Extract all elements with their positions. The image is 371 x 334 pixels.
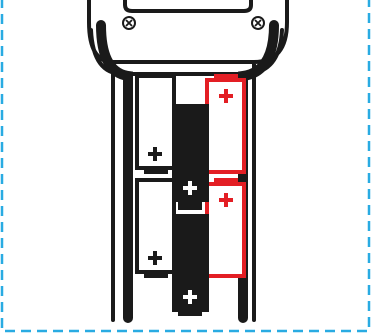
screw-icon (122, 16, 136, 30)
plus-sign-icon (148, 251, 162, 265)
solid-battery-bottom (172, 214, 209, 316)
outlined-battery-top (135, 74, 176, 174)
device-body (87, 0, 289, 322)
red-battery-bottom (205, 178, 246, 278)
solid-battery-top (172, 104, 209, 210)
plus-sign-icon (219, 89, 233, 103)
outlined-battery-bottom (135, 178, 176, 278)
screw-icon (251, 16, 265, 30)
plus-sign-icon (183, 290, 197, 304)
red-battery-top (205, 74, 246, 174)
battery-compartment-outline (96, 20, 279, 323)
plus-sign-icon (219, 193, 233, 207)
plus-sign-icon (183, 181, 197, 195)
plus-sign-icon (148, 147, 162, 161)
display-window-edge (123, 0, 253, 13)
